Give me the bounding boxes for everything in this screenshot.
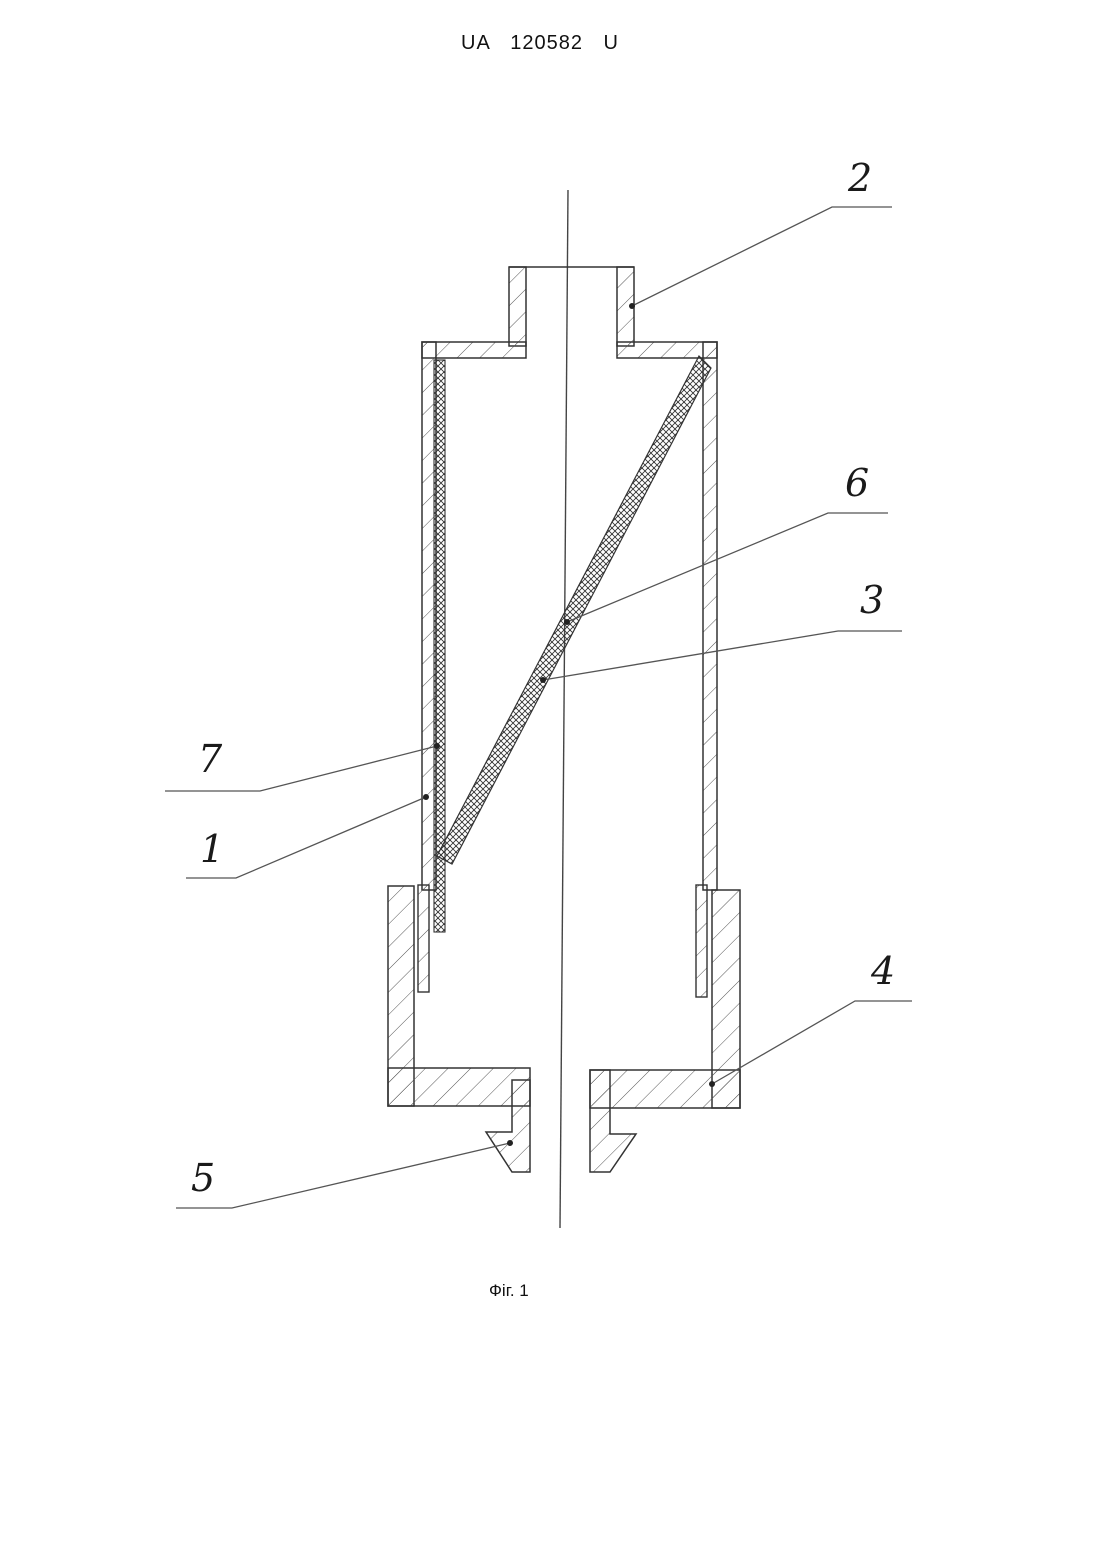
callout-3: 3 [860, 578, 884, 622]
figure-caption: Фіг. 1 [489, 1281, 529, 1301]
callout-5: 5 [191, 1156, 215, 1200]
callout-4: 4 [870, 949, 895, 993]
leader-lines [165, 207, 912, 1208]
diagonal-partition [437, 356, 711, 864]
callout-6: 6 [845, 461, 869, 505]
callout-1: 1 [200, 827, 224, 871]
center-axis [560, 190, 568, 1228]
callout-2: 2 [847, 156, 872, 200]
callout-7: 7 [198, 737, 223, 781]
